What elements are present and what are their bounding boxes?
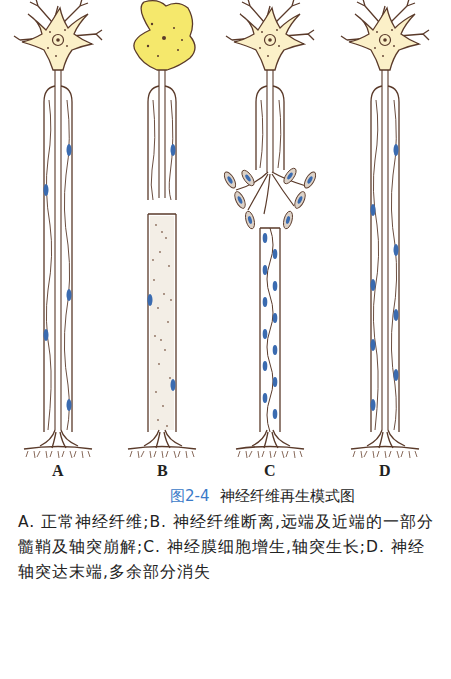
figure-title: 神经纤维再生模式图 [220, 487, 355, 506]
panel-letter: B [157, 462, 168, 480]
panel-letter: C [264, 462, 276, 480]
figure-number: 图2-4 [170, 487, 210, 506]
panel-letter: D [379, 462, 391, 480]
figure-caption: A. 正常神经纤维;B. 神经纤维断离,远端及近端的一部分髓鞘及轴突崩解;C. … [18, 510, 436, 585]
panel-letter: A [52, 462, 64, 480]
